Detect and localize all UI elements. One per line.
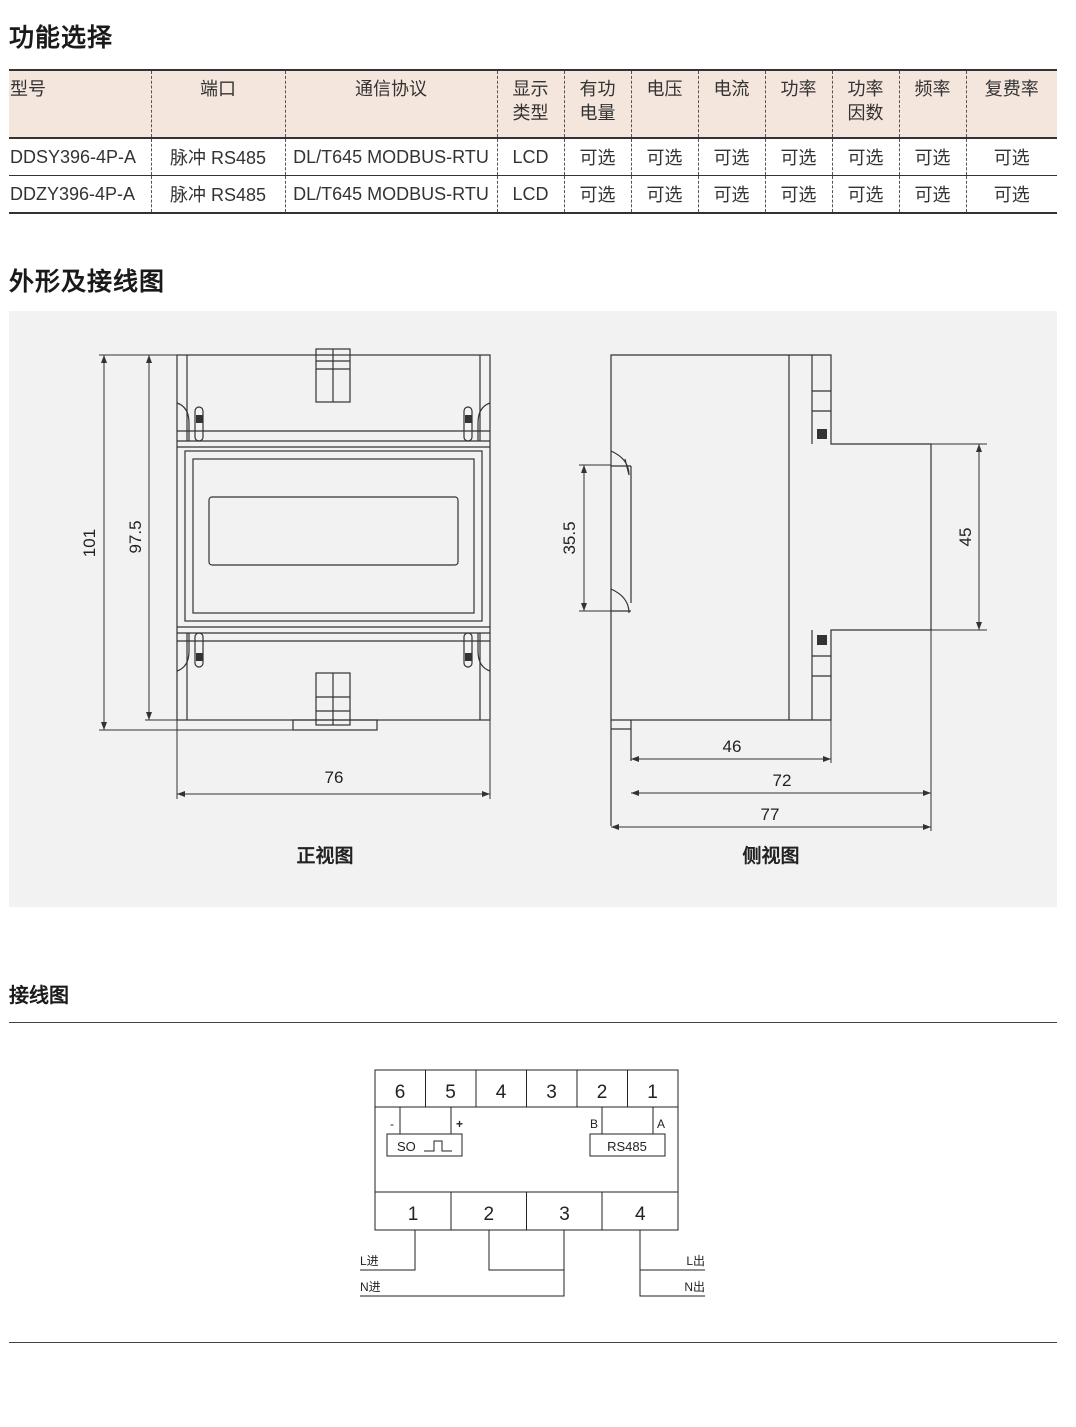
section-title-function: 功能选择 — [9, 23, 114, 52]
table-cell: 可选 — [764, 138, 832, 176]
section-title-wiring: 接线图 — [9, 983, 69, 1007]
table-cell: 可选 — [697, 138, 765, 176]
table-cell: DL/T645 MODBUS-RTU — [284, 138, 497, 176]
wiring-diagram: 6 5 4 3 2 1 1 2 3 4 - + B A SO RS485 L进 N进 L出 N出 — [360, 1069, 705, 1297]
table-cell: 可选 — [898, 138, 966, 176]
table-cell: 可选 — [898, 175, 966, 214]
bottom-terminal-number: 4 — [635, 1204, 646, 1225]
table-cell: 脉冲 RS485 — [150, 138, 285, 176]
dim-101: 101 — [80, 529, 99, 557]
top-terminal-number: 6 — [395, 1082, 406, 1103]
l-in-label: L进 — [360, 1254, 379, 1268]
table-header-cell: 功率 因数 — [831, 69, 899, 139]
side-view — [610, 354, 932, 826]
table-cell: 可选 — [965, 175, 1057, 214]
table-cell: LCD — [496, 175, 564, 214]
table-header-row: 型号端口通信协议显示 类型有功 电量电压电流功率功率 因数频率复费率 — [9, 69, 1057, 139]
dim-97-5: 97.5 — [126, 520, 145, 553]
dim-77: 77 — [761, 805, 780, 824]
divider-bottom — [9, 1342, 1057, 1343]
table-header-cell: 功率 — [764, 69, 832, 139]
front-view — [176, 348, 491, 731]
table-cell: 可选 — [831, 138, 899, 176]
table-header-cell: 电流 — [697, 69, 765, 139]
bottom-terminal-number: 1 — [408, 1204, 419, 1225]
dim-35-5: 35.5 — [560, 521, 579, 554]
top-terminal-number: 5 — [445, 1082, 456, 1103]
table-cell: 可选 — [563, 138, 631, 176]
rs485-b: B — [590, 1117, 598, 1131]
dim-72: 72 — [773, 771, 792, 790]
top-terminal-number: 3 — [546, 1082, 557, 1103]
n-out-label: N出 — [684, 1280, 705, 1294]
outline-drawing: 101 97.5 76 35.5 45 46 72 77 正视图 侧视图 — [80, 348, 987, 867]
dim-46: 46 — [723, 737, 742, 756]
table-cell: DDSY396-4P-A — [9, 138, 151, 176]
dim-45: 45 — [956, 528, 975, 547]
spec-table: 型号端口通信协议显示 类型有功 电量电压电流功率功率 因数频率复费率 DDSY3… — [9, 69, 1057, 214]
table-header-cell: 型号 — [9, 69, 151, 139]
table-cell: 可选 — [563, 175, 631, 214]
so-minus: - — [390, 1117, 394, 1131]
top-terminal-number: 4 — [496, 1082, 507, 1103]
front-dimensions — [99, 354, 491, 799]
bottom-terminal-number: 2 — [483, 1204, 494, 1225]
n-in-label: N进 — [360, 1280, 381, 1294]
table-cell: 可选 — [630, 138, 698, 176]
table-cell: DDZY396-4P-A — [9, 175, 151, 214]
table-cell: 可选 — [697, 175, 765, 214]
table-cell: 可选 — [831, 175, 899, 214]
side-dimensions — [579, 443, 987, 831]
dim-76: 76 — [325, 768, 344, 787]
table-header-cell: 端口 — [150, 69, 285, 139]
front-view-caption: 正视图 — [296, 844, 353, 867]
rs485-label: RS485 — [607, 1139, 647, 1154]
outline-figure: 101 97.5 76 35.5 45 46 72 77 正视图 侧视图 — [9, 311, 1057, 907]
table-header-cell: 有功 电量 — [563, 69, 631, 139]
section-title-outline: 外形及接线图 — [9, 267, 166, 296]
divider-top — [9, 1022, 1057, 1023]
table-header-cell: 电压 — [630, 69, 698, 139]
table-cell: LCD — [496, 138, 564, 176]
top-terminal-number: 1 — [647, 1082, 658, 1103]
so-plus: + — [456, 1117, 463, 1131]
table-header-cell: 显示 类型 — [496, 69, 564, 139]
top-terminal-number: 2 — [597, 1082, 608, 1103]
table-header-cell: 复费率 — [965, 69, 1057, 139]
rs485-a: A — [657, 1117, 665, 1131]
table-cell: 脉冲 RS485 — [150, 175, 285, 214]
bottom-terminal-number: 3 — [559, 1204, 570, 1225]
side-view-caption: 侧视图 — [742, 844, 799, 867]
so-label: SO — [397, 1139, 416, 1154]
table-header-cell: 频率 — [898, 69, 966, 139]
l-out-label: L出 — [686, 1254, 705, 1268]
table-cell: DL/T645 MODBUS-RTU — [284, 175, 497, 214]
table-header-cell: 通信协议 — [284, 69, 497, 139]
table-cell: 可选 — [630, 175, 698, 214]
table-cell: 可选 — [965, 138, 1057, 176]
table-cell: 可选 — [764, 175, 832, 214]
